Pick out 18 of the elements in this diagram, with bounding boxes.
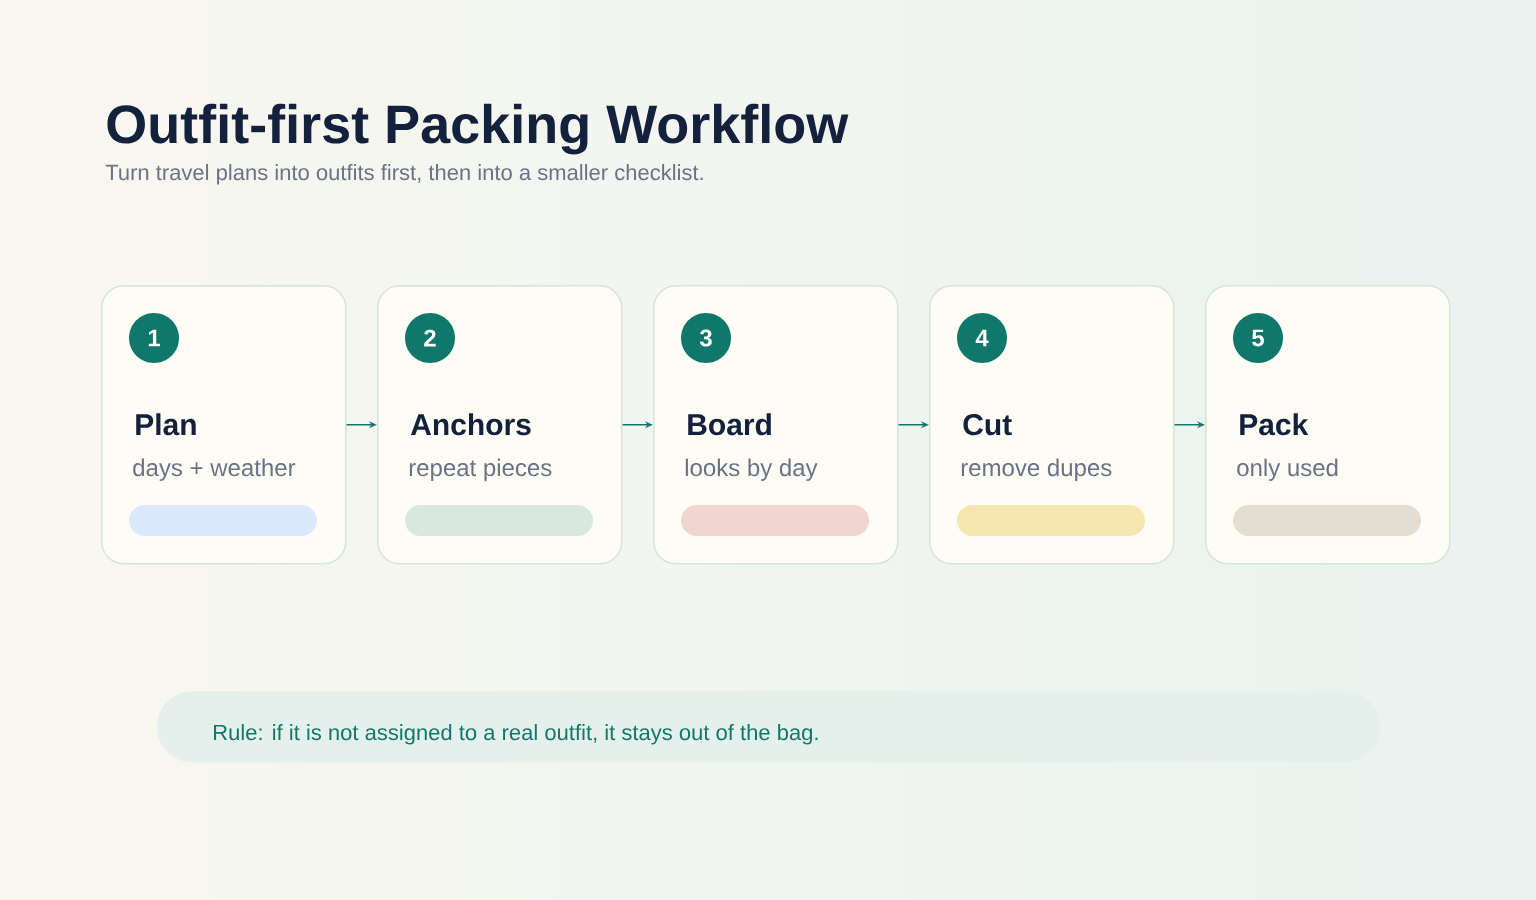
step-description: repeat pieces [409,458,552,481]
step-title: Cut [963,414,1012,436]
step-title: Anchors [410,413,531,436]
number-badge: 2 [405,313,455,363]
step-description: looks by day [685,458,818,481]
subtitle: Turn travel plans into outfits first, then into a smaller checklist. [105,164,703,185]
rule-banner: Rule: if it is not assigned to a real outfit, it stays out of the bag. [157,691,1381,763]
step-title: Pack [1240,413,1309,436]
number-badge: 1 [129,313,179,363]
number-badge: 3 [681,313,731,363]
step-title: Plan [136,413,196,436]
title: Outfit-first Packing Workflow [107,103,849,155]
number-badge: 5 [1233,313,1283,363]
step-title: Board [688,413,771,436]
step-description: remove dupes [961,458,1112,481]
step-description: days + weather [133,458,296,481]
step-description: only used [1237,458,1338,481]
number-badge: 4 [957,313,1007,363]
